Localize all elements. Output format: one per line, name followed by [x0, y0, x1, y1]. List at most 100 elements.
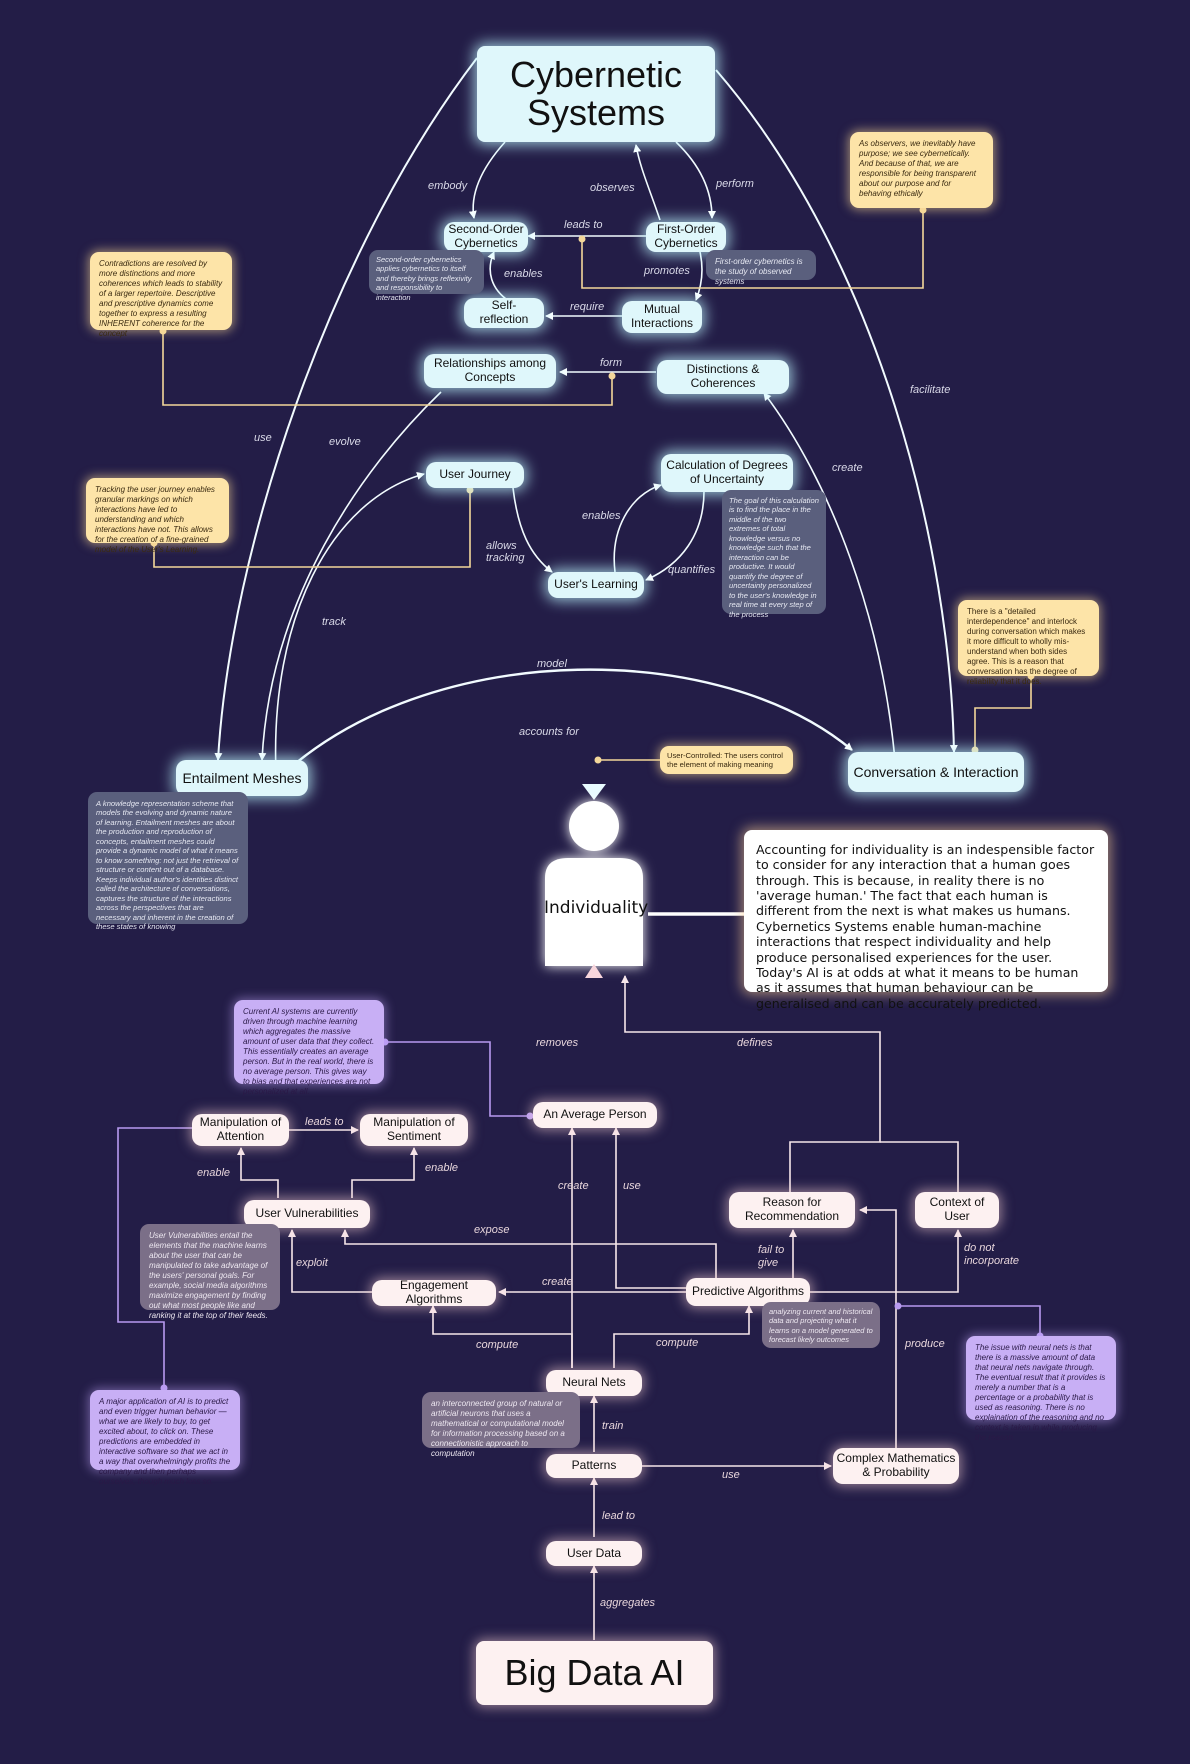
- label-quantifies: quantifies: [668, 564, 716, 576]
- label-create-mid: create: [558, 1180, 589, 1192]
- note-observers: As observers, we inevitably have purpose…: [850, 132, 993, 208]
- node-patterns[interactable]: Patterns: [546, 1454, 642, 1478]
- node-user-journey[interactable]: User Journey: [426, 462, 524, 488]
- edge-create: [763, 392, 897, 773]
- edge-model: [289, 668, 853, 769]
- note-major-application: A major application of AI is to predict …: [90, 1390, 240, 1486]
- node-second-order-cybernetics[interactable]: Second-Order Cybernetics: [444, 222, 528, 252]
- dot-average-person: [526, 1112, 534, 1120]
- node-calculation-of-uncertainty[interactable]: Calculation of Degrees of Uncertainty: [661, 454, 793, 492]
- edge-embody: [468, 141, 506, 219]
- note-user-controlled: User-Controlled: The users control the e…: [660, 746, 793, 774]
- note-entailment-definition: A knowledge representation scheme that m…: [88, 792, 248, 931]
- label-create-bottom: create: [542, 1276, 573, 1288]
- connector-neural-issue: [898, 1305, 1041, 1336]
- edge-enables-mid: [613, 483, 662, 573]
- label-train: train: [602, 1420, 624, 1432]
- node-reason-for-recommendation[interactable]: Reason for Recommendation: [729, 1192, 855, 1228]
- node-user-vulnerabilities[interactable]: User Vulnerabilities: [244, 1200, 370, 1228]
- label-model: model: [537, 658, 567, 670]
- label-leads-to-top: leads to: [564, 219, 603, 231]
- edge-exploit: [288, 1229, 372, 1293]
- node-first-order-cybernetics[interactable]: First-Order Cybernetics: [646, 222, 726, 252]
- node-user-data[interactable]: User Data: [546, 1541, 642, 1566]
- label-do-not-incorporate: do not incorporate: [964, 1242, 1020, 1267]
- label-use-top: use: [254, 432, 272, 444]
- label-aggregates: aggregates: [600, 1597, 656, 1609]
- edge-perform: [675, 141, 716, 219]
- edge-expose: [341, 1229, 717, 1278]
- connector-tracking: [153, 490, 471, 568]
- label-use-mid: use: [623, 1180, 641, 1192]
- note-calculation-goal: The goal of this calculation is to find …: [722, 490, 826, 619]
- node-self-reflection[interactable]: Self- reflection: [464, 298, 544, 328]
- edge-allows-tracking: [512, 487, 553, 573]
- dot-conversation: [971, 746, 979, 754]
- label-accounts-for: accounts for: [519, 726, 579, 738]
- edge-do-not-incorporate: [810, 1229, 962, 1293]
- label-removes: removes: [536, 1037, 579, 1049]
- label-compute-left: compute: [476, 1339, 519, 1351]
- note-second-order-definition: Second-order cybernetics applies cyberne…: [369, 250, 484, 302]
- edge-quantifies: [645, 487, 705, 581]
- label-produce: produce: [905, 1338, 945, 1350]
- label-observes: observes: [590, 182, 635, 194]
- label-enables-top: enables: [504, 268, 543, 280]
- dot-major-application: [160, 1384, 168, 1392]
- node-entailment-meshes[interactable]: Entailment Meshes: [176, 760, 308, 796]
- connector-major-application: [117, 1127, 192, 1390]
- label-track: track: [322, 616, 346, 628]
- node-relationships-among-concepts[interactable]: Relationships among Concepts: [424, 354, 556, 388]
- label-leads-to-bottom: leads to: [305, 1116, 344, 1128]
- dot-leads-to: [578, 235, 586, 243]
- label-facilitate: facilitate: [910, 384, 951, 396]
- node-average-person[interactable]: An Average Person: [533, 1102, 657, 1128]
- note-vulnerabilities-definition: User Vulnerabilities entail the elements…: [140, 1224, 280, 1320]
- node-users-learning[interactable]: User's Learning: [548, 572, 644, 598]
- edge-evolve: [258, 391, 442, 761]
- label-allows-tracking: allows tracking: [486, 540, 525, 565]
- connector-current-ai: [385, 1041, 530, 1117]
- edge-use-mid: [612, 1127, 686, 1289]
- label-fail-to-give: fail to give: [758, 1244, 785, 1269]
- node-mutual-interactions[interactable]: Mutual Interactions: [622, 301, 702, 333]
- edge-compute-left: [429, 1305, 573, 1368]
- edge-produce: [859, 1206, 897, 1450]
- person-head: [569, 801, 619, 851]
- node-manipulation-of-sentiment[interactable]: Manipulation of Sentiment: [360, 1114, 468, 1146]
- node-predictive-algorithms[interactable]: Predictive Algorithms: [686, 1278, 810, 1306]
- label-promotes: promotes: [644, 265, 690, 277]
- node-neural-nets[interactable]: Neural Nets: [546, 1370, 642, 1396]
- label-perform: perform: [716, 178, 754, 190]
- label-create-top: create: [832, 462, 863, 474]
- label-enable-left: enable: [197, 1167, 231, 1179]
- connector-contradictions: [162, 332, 613, 406]
- edge-promotes: [694, 251, 703, 301]
- node-complex-mathematics[interactable]: Complex Mathematics & Probability: [833, 1448, 959, 1484]
- person-body: [545, 858, 643, 966]
- individuality-label[interactable]: Individuality: [544, 898, 649, 918]
- dot-observers: [919, 206, 927, 214]
- arrow-accounts-for: [582, 784, 606, 800]
- node-big-data-ai[interactable]: Big Data AI: [476, 1641, 713, 1705]
- node-context-of-user[interactable]: Context of User: [915, 1192, 999, 1228]
- edge-compute-right: [613, 1305, 753, 1368]
- note-neural-issue: The issue with neural nets is that there…: [966, 1336, 1116, 1442]
- node-conversation-interaction[interactable]: Conversation & Interaction: [848, 752, 1024, 792]
- node-engagement-algorithms[interactable]: Engagement Algorithms: [372, 1278, 496, 1306]
- note-tracking: Tracking the user journey enables granul…: [86, 478, 229, 554]
- node-distinctions-coherences[interactable]: Distinctions & Coherences: [657, 360, 789, 394]
- node-manipulation-of-attention[interactable]: Manipulation of Attention: [192, 1114, 289, 1146]
- note-predictive-definition: analyzing current and historical data an…: [762, 1302, 880, 1348]
- edge-use: [214, 57, 478, 761]
- edge-observes: [633, 144, 661, 221]
- note-neural-definition: an interconnected group of natural or ar…: [422, 1392, 580, 1458]
- edge-defines-right: [880, 1141, 959, 1192]
- label-enable-right: enable: [425, 1162, 459, 1174]
- label-require: require: [570, 301, 605, 313]
- node-cybernetic-systems[interactable]: Cybernetic Systems: [477, 46, 715, 142]
- arrow-removes: [585, 964, 603, 978]
- dot-user-journey: [466, 486, 474, 494]
- edge-track: [274, 472, 425, 773]
